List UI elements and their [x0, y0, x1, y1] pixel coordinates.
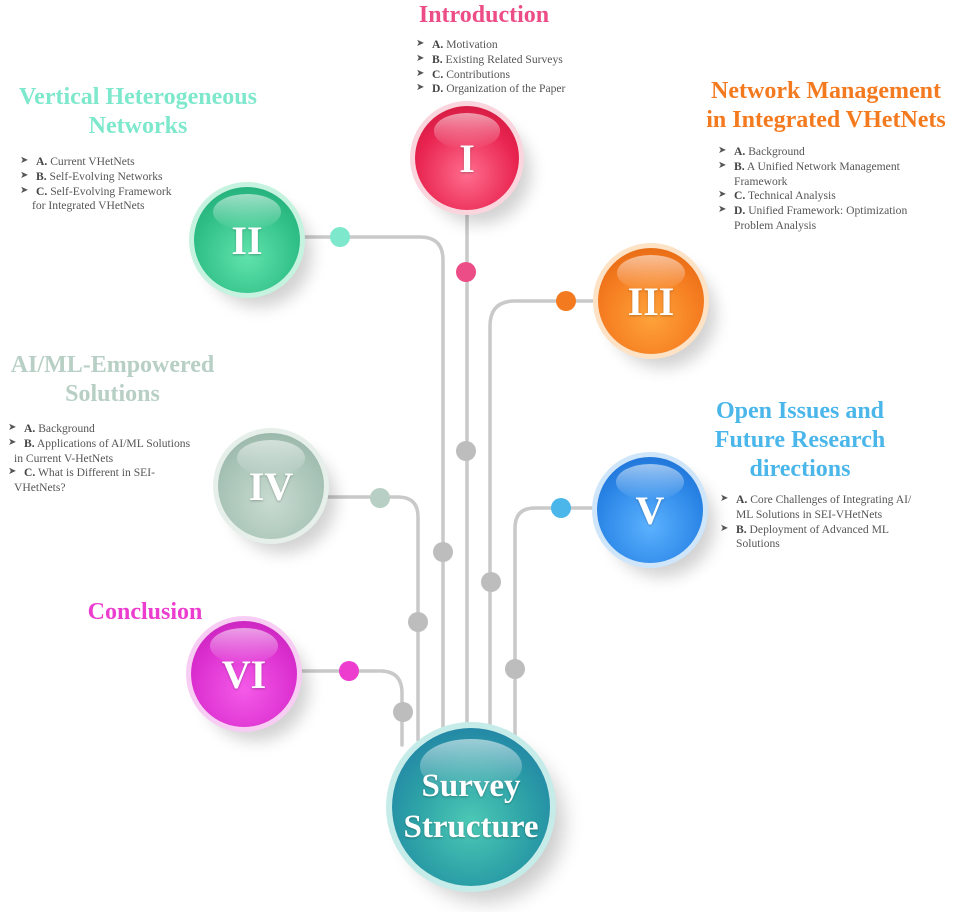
- section-I-list: ➤A. Motivation ➤B. Existing Related Surv…: [408, 38, 628, 97]
- arrowhead-bullet-icon: ➤: [8, 436, 17, 448]
- dot-IV-gray: [408, 612, 428, 632]
- arrowhead-bullet-icon: ➤: [416, 52, 425, 64]
- section-II-title: Vertical Heterogeneous Networks: [19, 84, 257, 139]
- connector-line-IV: [320, 495, 420, 742]
- list-item: ➤D. Organization of the Paper: [416, 82, 566, 96]
- section-IV-circle: IV: [218, 433, 324, 539]
- connector-line-III: [488, 299, 600, 742]
- arrowhead-bullet-icon: ➤: [718, 159, 727, 171]
- connector-line-II: [298, 235, 445, 742]
- section-V-circle: V: [597, 457, 703, 563]
- dot-I-gray: [456, 441, 476, 461]
- section-VI-title: Conclusion: [87, 599, 203, 625]
- section-V-title: Open Issues and Future Research directio…: [714, 398, 886, 482]
- list-item: ➤A. Motivation: [416, 38, 498, 51]
- arrowhead-bullet-icon: ➤: [20, 155, 29, 166]
- list-item: ➤A. Background: [8, 422, 95, 435]
- section-III-numeral: III: [627, 278, 675, 324]
- arrowhead-bullet-icon: ➤: [8, 466, 17, 478]
- dot-I-accent: [456, 262, 476, 282]
- section-V-numeral: V: [635, 487, 665, 533]
- arrowhead-bullet-icon: ➤: [8, 422, 17, 433]
- section-I-circle: I: [415, 106, 519, 210]
- list-item: ➤B. Self-Evolving Networks: [20, 169, 163, 183]
- arrowhead-bullet-icon: ➤: [720, 493, 729, 504]
- list-item: ➤C. Technical Analysis: [718, 189, 836, 203]
- section-II-circle: II: [194, 187, 300, 293]
- section-III-circle: III: [598, 248, 704, 354]
- dot-V-accent: [551, 498, 571, 518]
- arrowhead-bullet-icon: ➤: [416, 82, 425, 94]
- list-item: ➤A. Current VHetNets: [20, 155, 135, 168]
- list-item: ➤C. What is Different in SEI-VHetNets?: [8, 466, 155, 495]
- arrowhead-bullet-icon: ➤: [718, 189, 727, 201]
- list-item: ➤A. Core Challenges of Integrating AI/ML…: [720, 493, 912, 521]
- arrowhead-bullet-icon: ➤: [416, 38, 425, 49]
- dot-IV-accent: [370, 488, 390, 508]
- dot-II-accent: [330, 227, 350, 247]
- section-III-list: ➤A. Background ➤B. A Unified Network Man…: [710, 145, 940, 234]
- arrowhead-bullet-icon: ➤: [718, 204, 727, 216]
- section-IV-title: AI/ML-Empowered Solutions: [10, 352, 215, 407]
- list-item: ➤A. Background: [718, 145, 805, 158]
- arrowhead-bullet-icon: ➤: [720, 522, 729, 534]
- section-IV-list: ➤A. Background ➤B. Applications of AI/ML…: [0, 422, 225, 496]
- section-IV-numeral: IV: [248, 463, 294, 509]
- section-I-title: Introduction: [418, 2, 550, 28]
- section-VI-circle: VI: [191, 621, 297, 727]
- list-item: ➤C. Contributions: [416, 67, 510, 81]
- dot-VI-gray: [393, 702, 413, 722]
- section-III-title: Network Management in Integrated VHetNet…: [706, 78, 946, 133]
- connector-line-V: [513, 506, 600, 742]
- list-item: ➤B. Existing Related Surveys: [416, 52, 563, 66]
- arrowhead-bullet-icon: ➤: [718, 145, 727, 156]
- dot-V-gray: [505, 659, 525, 679]
- dot-VI-accent: [339, 661, 359, 681]
- connector-line-VI: [296, 669, 404, 747]
- dot-II-gray: [433, 542, 453, 562]
- dot-III-accent: [556, 291, 576, 311]
- arrowhead-bullet-icon: ➤: [416, 67, 425, 79]
- section-V-list: ➤A. Core Challenges of Integrating AI/ML…: [712, 493, 942, 552]
- connector-dots: [330, 227, 576, 722]
- section-I-numeral: I: [459, 135, 475, 181]
- dot-III-gray: [481, 572, 501, 592]
- arrowhead-bullet-icon: ➤: [20, 184, 29, 196]
- arrowhead-bullet-icon: ➤: [20, 169, 29, 181]
- section-II-numeral: II: [231, 217, 263, 263]
- section-VI-numeral: VI: [221, 651, 267, 697]
- section-II-list: ➤A. Current VHetNets ➤B. Self-Evolving N…: [12, 155, 212, 214]
